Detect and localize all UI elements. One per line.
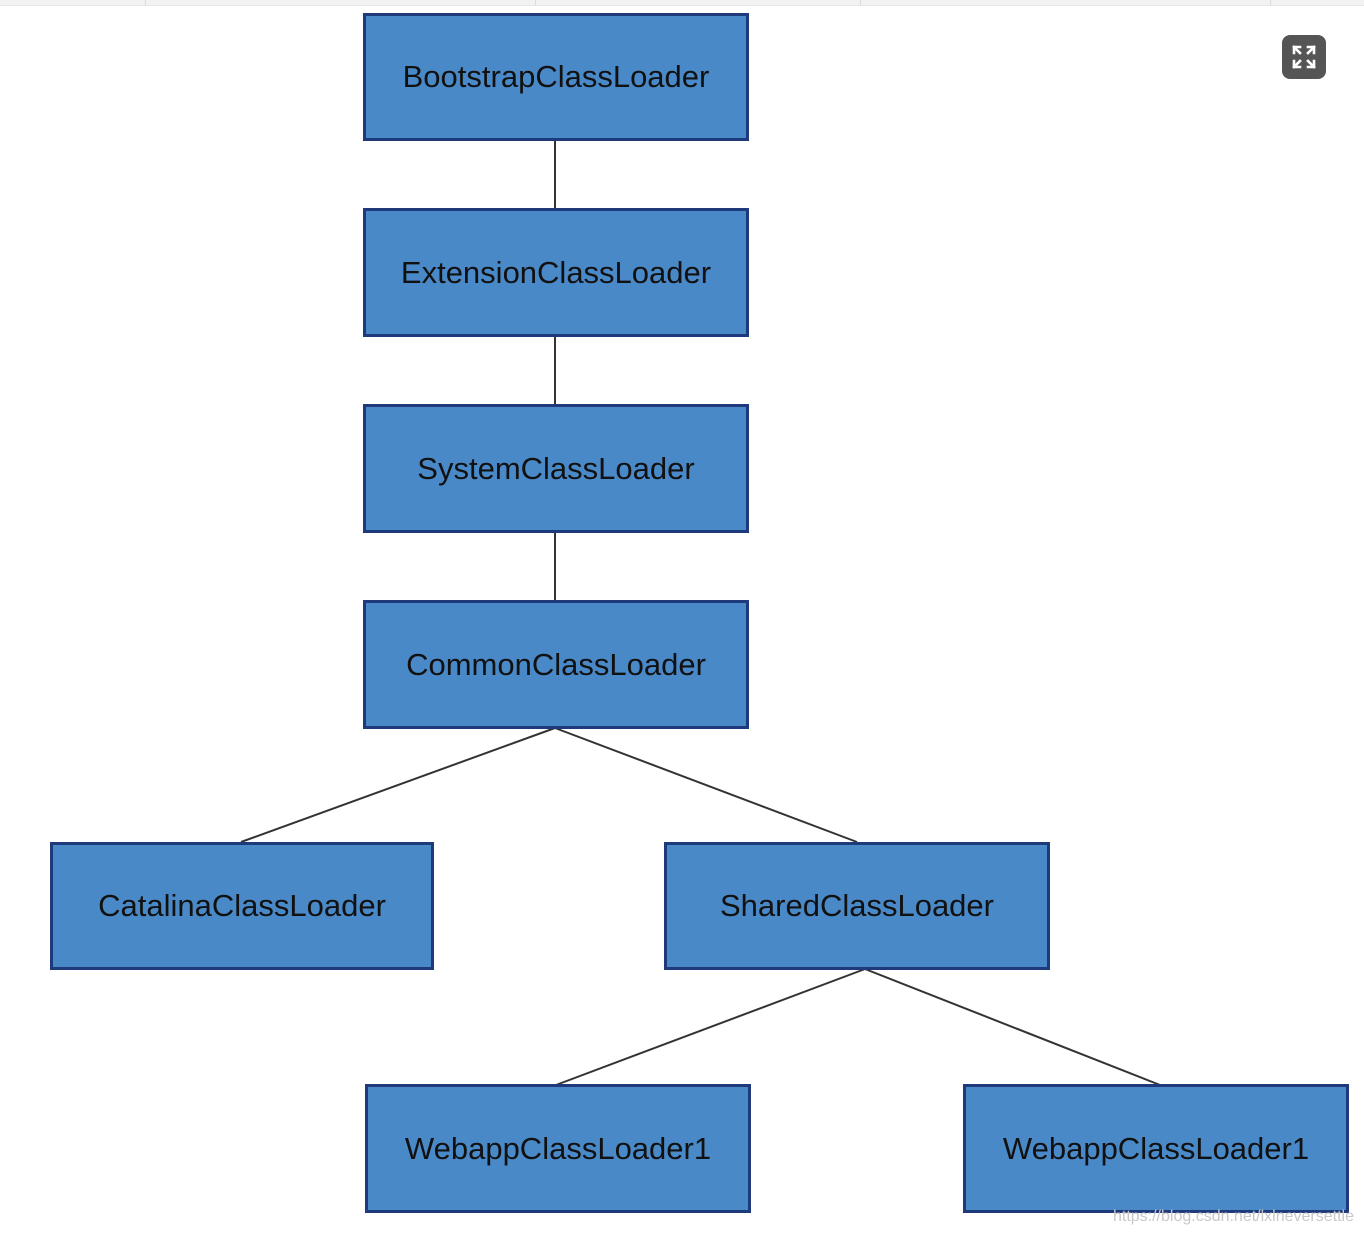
edge-shared-webapp-b	[864, 968, 1161, 1086]
toolbar-separator	[860, 0, 861, 5]
node-bootstrap-class-loader: BootstrapClassLoader	[363, 13, 749, 141]
node-webapp-class-loader-right: WebappClassLoader1	[963, 1084, 1349, 1213]
node-label: WebappClassLoader1	[1002, 1130, 1310, 1166]
node-webapp-class-loader-left: WebappClassLoader1	[365, 1084, 751, 1213]
node-shared-class-loader: SharedClassLoader	[664, 842, 1050, 970]
watermark-url: https://blog.csdn.net/lxlneversettle	[1112, 1208, 1354, 1225]
edge-common-catalina	[240, 727, 556, 843]
node-label: CommonClassLoader	[406, 646, 706, 682]
edge-shared-webapp-a	[555, 968, 866, 1086]
fullscreen-icon	[1292, 45, 1316, 69]
node-extension-class-loader: ExtensionClassLoader	[363, 208, 749, 337]
toolbar-separator	[145, 0, 146, 5]
node-catalina-class-loader: CatalinaClassLoader	[50, 842, 434, 970]
top-toolbar-strip	[0, 0, 1364, 6]
toolbar-separator	[1270, 0, 1271, 5]
node-label: ExtensionClassLoader	[400, 254, 712, 290]
node-label: WebappClassLoader1	[404, 1130, 712, 1166]
node-system-class-loader: SystemClassLoader	[363, 404, 749, 533]
node-common-class-loader: CommonClassLoader	[363, 600, 749, 729]
edge-common-shared	[554, 727, 858, 843]
fullscreen-button[interactable]	[1282, 35, 1326, 79]
node-label: BootstrapClassLoader	[402, 59, 710, 94]
toolbar-separator	[535, 0, 536, 5]
node-label: CatalinaClassLoader	[98, 888, 386, 923]
node-label: SystemClassLoader	[417, 450, 695, 486]
node-label: SharedClassLoader	[719, 888, 994, 923]
